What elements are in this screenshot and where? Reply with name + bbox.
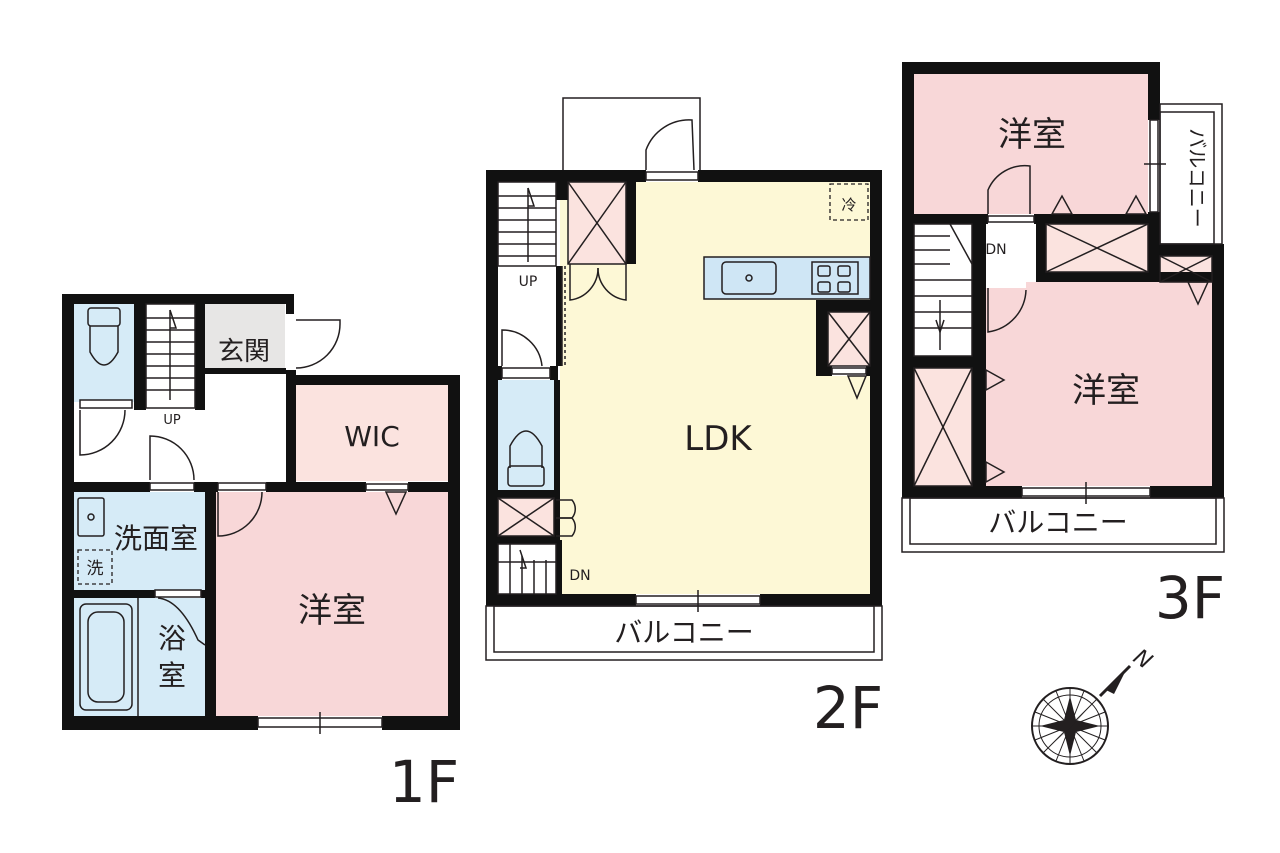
- 1f-entrance-label: 玄関: [218, 337, 270, 367]
- 3f-western-main: [986, 282, 1212, 486]
- 1f-toilet-fixture: [87, 307, 121, 366]
- 1f-windows: [79, 399, 409, 734]
- 3f-stairs: [913, 223, 973, 357]
- 1f-bath: [74, 598, 206, 716]
- 2f-windows: [501, 171, 867, 612]
- 1f-washroom: [74, 492, 206, 590]
- 3f-floor-label: 3F: [1155, 564, 1225, 632]
- 2f-ldk-label: LDK: [684, 419, 753, 459]
- 1f-washer-label: 洗: [87, 559, 104, 579]
- 2f-balcony-label: バルコニー: [614, 616, 753, 649]
- 1f-bathtub: [79, 598, 139, 716]
- compass-north-label: N: [1128, 645, 1156, 675]
- 3f-side-balcony-label: バルコニー: [1185, 128, 1209, 228]
- 2f-closet-marks: [497, 181, 871, 537]
- 2f-doors: [501, 119, 868, 537]
- 1f-floor-label: 1F: [389, 748, 459, 816]
- 1f-doors: [79, 319, 408, 646]
- 2f-toilet-fixture: [507, 430, 545, 487]
- 2f-toilet: [498, 380, 554, 490]
- floor-2: バルコニー UP DN: [485, 97, 883, 742]
- 1f-wic: [296, 385, 448, 481]
- 2f-floor-label: 2F: [813, 674, 883, 742]
- 2f-porch: [562, 97, 701, 173]
- 1f-sink-fixture: [77, 497, 105, 537]
- 2f-fridge-label: 冷: [841, 196, 856, 214]
- 1f-western-label: 洋室: [298, 591, 366, 631]
- compass-icon: N: [1031, 645, 1156, 765]
- 1f-washer-box: [77, 549, 113, 585]
- floor-3: バルコニー バルコニー DN: [901, 62, 1225, 632]
- 1f-bath-label-2: 室: [158, 659, 186, 692]
- 1f-washroom-label: 洗面室: [114, 522, 198, 555]
- 3f-western-top-label: 洋室: [998, 115, 1066, 155]
- 3f-closet-marks: [913, 223, 1213, 487]
- 2f-fridge-box: [829, 183, 869, 221]
- 3f-western-main-label: 洋室: [1072, 371, 1140, 411]
- 3f-doors: [985, 164, 1210, 484]
- 1f-toilet: [74, 304, 134, 402]
- 2f-stairs-down-label: DN: [569, 568, 590, 584]
- 2f-stairs-down: [497, 543, 557, 595]
- 2f-stairs-up-label: UP: [519, 274, 538, 290]
- 2f-stairs-up: [497, 181, 557, 267]
- 3f-western-top: [914, 74, 1148, 214]
- floor-1: UP 洗 玄関 WIC 洗面室: [62, 294, 460, 816]
- 1f-western-room: [216, 492, 448, 716]
- 3f-windows: [987, 119, 1166, 504]
- 3f-stairs-label: DN: [985, 242, 1006, 258]
- 1f-stairs-label: UP: [163, 413, 181, 428]
- 3f-balcony-label: バルコニー: [988, 506, 1127, 539]
- 1f-stairs: [145, 303, 196, 409]
- 1f-bath-label-1: 浴: [158, 622, 186, 655]
- 1f-wic-label: WIC: [344, 420, 400, 453]
- 2f-kitchen-fixtures: [703, 256, 871, 300]
- 1f-entrance: [205, 304, 285, 374]
